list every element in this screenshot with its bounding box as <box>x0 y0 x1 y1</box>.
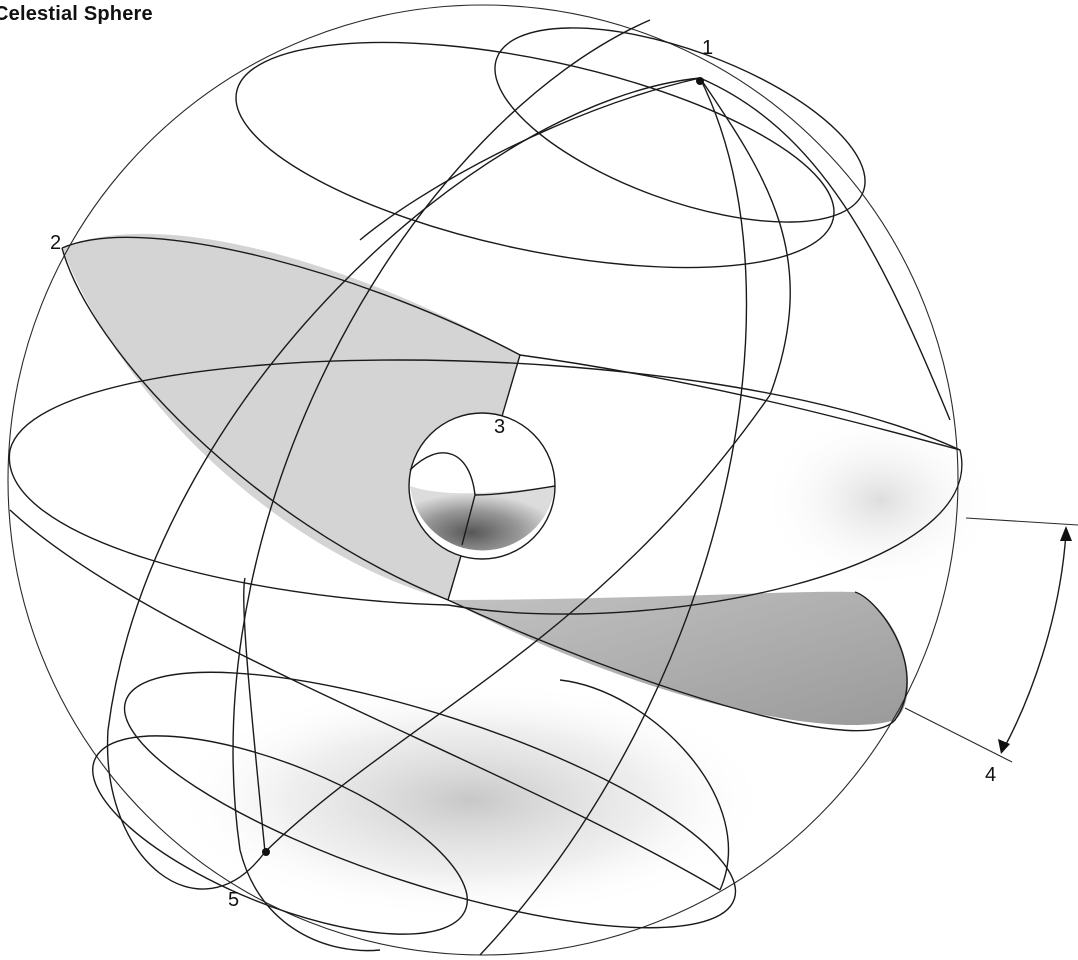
north-declination-circle <box>471 0 889 262</box>
callout-5: 5 <box>228 889 239 911</box>
hour-circle-upper <box>360 78 700 240</box>
callout-3: 3 <box>494 416 505 438</box>
meridian-circle-c <box>700 78 950 420</box>
callout-2: 2 <box>50 232 61 254</box>
right-shading <box>760 410 1000 590</box>
south-celestial-pole-point <box>262 848 270 856</box>
earth-sphere <box>409 413 555 559</box>
callout-1: 1 <box>702 37 713 59</box>
north-celestial-pole-point <box>696 77 704 85</box>
callout-4: 4 <box>985 764 996 786</box>
